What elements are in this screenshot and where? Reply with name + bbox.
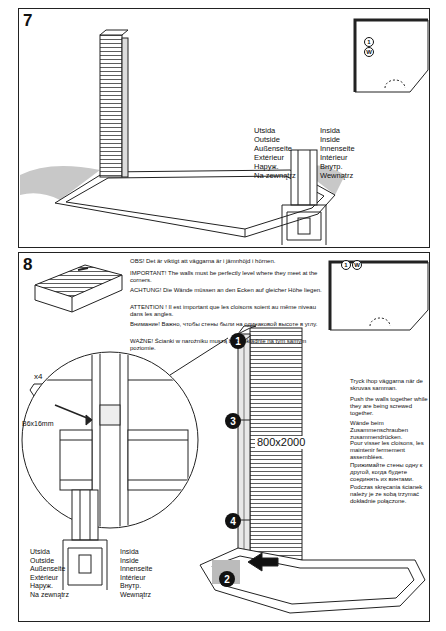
callout-text: 4 — [230, 516, 236, 527]
callout-text: 1 — [367, 39, 370, 45]
side-label: Wewnątrz — [320, 171, 353, 180]
side-label: Внутр. — [320, 162, 343, 171]
side-label: Inside — [320, 135, 340, 144]
dimension: 800x2000 — [255, 436, 307, 449]
side-label: Außenseite — [30, 565, 65, 573]
callout-text: W — [366, 49, 372, 55]
side-label: Внутр. — [120, 582, 141, 590]
step-number: 7 — [23, 11, 32, 31]
warning-note: ACHTUNG! Die Wände müssen an den Ecken a… — [130, 287, 322, 294]
screw-size: B6x16mm — [22, 420, 54, 428]
warning-note: IMPORTANT! The walls must be perfectly l… — [130, 270, 325, 284]
step-number: 8 — [23, 255, 32, 275]
callout-text: 2 — [224, 574, 230, 585]
instruction-note: Wände beim Zusammenschrauben zusammendrü… — [350, 420, 428, 442]
side-label: Extérieur — [30, 574, 58, 582]
instruction-note: Прижимайте стены одну к другой, когда бу… — [350, 462, 428, 484]
callout-number: W — [352, 260, 362, 270]
instruction-note: Push the walls together while they are b… — [350, 396, 428, 418]
callout-number: 1 — [364, 37, 374, 47]
side-label: Na zewnątrz — [254, 171, 296, 180]
callout-number: 4 — [225, 513, 241, 529]
warning-note: WAŻNE! Ścianki w narożniku muszą być dok… — [130, 338, 325, 352]
side-label: Innenseite — [120, 565, 152, 573]
side-label: Utsida — [254, 126, 275, 135]
warning-note: OBS! Det är viktigt att väggarna är i jä… — [130, 258, 275, 265]
quantity: x4 — [34, 372, 42, 382]
side-label: Außenseite — [254, 144, 292, 153]
side-label: Наруж. — [30, 582, 53, 590]
callout-number: 1 — [341, 260, 351, 270]
side-label: Na zewnątrz — [30, 591, 69, 599]
side-label: Innenseite — [320, 144, 355, 153]
side-label: Outside — [254, 135, 280, 144]
warning-note: Внимание! Важно, чтобы стены были на оди… — [130, 321, 317, 328]
side-label: Outside — [30, 557, 54, 565]
side-label: Insida — [120, 548, 139, 556]
callout-number: 2 — [219, 571, 235, 587]
callout-number: W — [364, 47, 374, 57]
side-label: Inside — [120, 557, 139, 565]
side-label: Intérieur — [120, 574, 146, 582]
callout-text: 1 — [344, 262, 347, 268]
warning-note: ATTENTION ! Il est important que les clo… — [130, 304, 325, 318]
step-panel: 7 1W — [18, 8, 430, 248]
side-label: Наруж. — [254, 162, 279, 171]
side-label: Insida — [320, 126, 340, 135]
side-label: Extérieur — [254, 153, 284, 162]
instruction-note: Podczas skręcania ścianek należy je ze s… — [350, 484, 428, 506]
callout-text: 3 — [230, 416, 236, 427]
instruction-note: Pour visser les cloisons, les maintenir … — [350, 440, 428, 462]
side-label: Utsida — [30, 548, 50, 556]
callout-number: 3 — [225, 413, 241, 429]
instruction-note: Tryck ihop väggarna när de skruvas samma… — [350, 378, 428, 392]
callout-text: W — [354, 262, 360, 268]
side-label: Intérieur — [320, 153, 348, 162]
side-label: Wewnątrz — [120, 591, 151, 599]
